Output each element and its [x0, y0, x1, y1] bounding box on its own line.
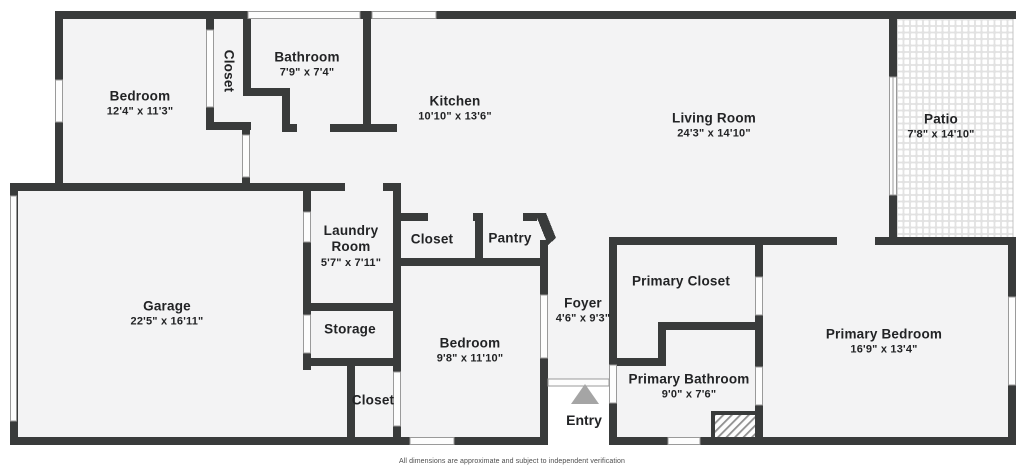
entry-label: Entry — [566, 412, 602, 428]
entry-arrow-icon — [571, 384, 599, 404]
shower-pad — [711, 411, 759, 441]
patio-tile-area — [896, 13, 1014, 241]
floor-areas — [10, 11, 1016, 445]
disclaimer-text: All dimensions are approximate and subje… — [398, 458, 626, 465]
windows-and-doors — [10, 11, 1016, 445]
